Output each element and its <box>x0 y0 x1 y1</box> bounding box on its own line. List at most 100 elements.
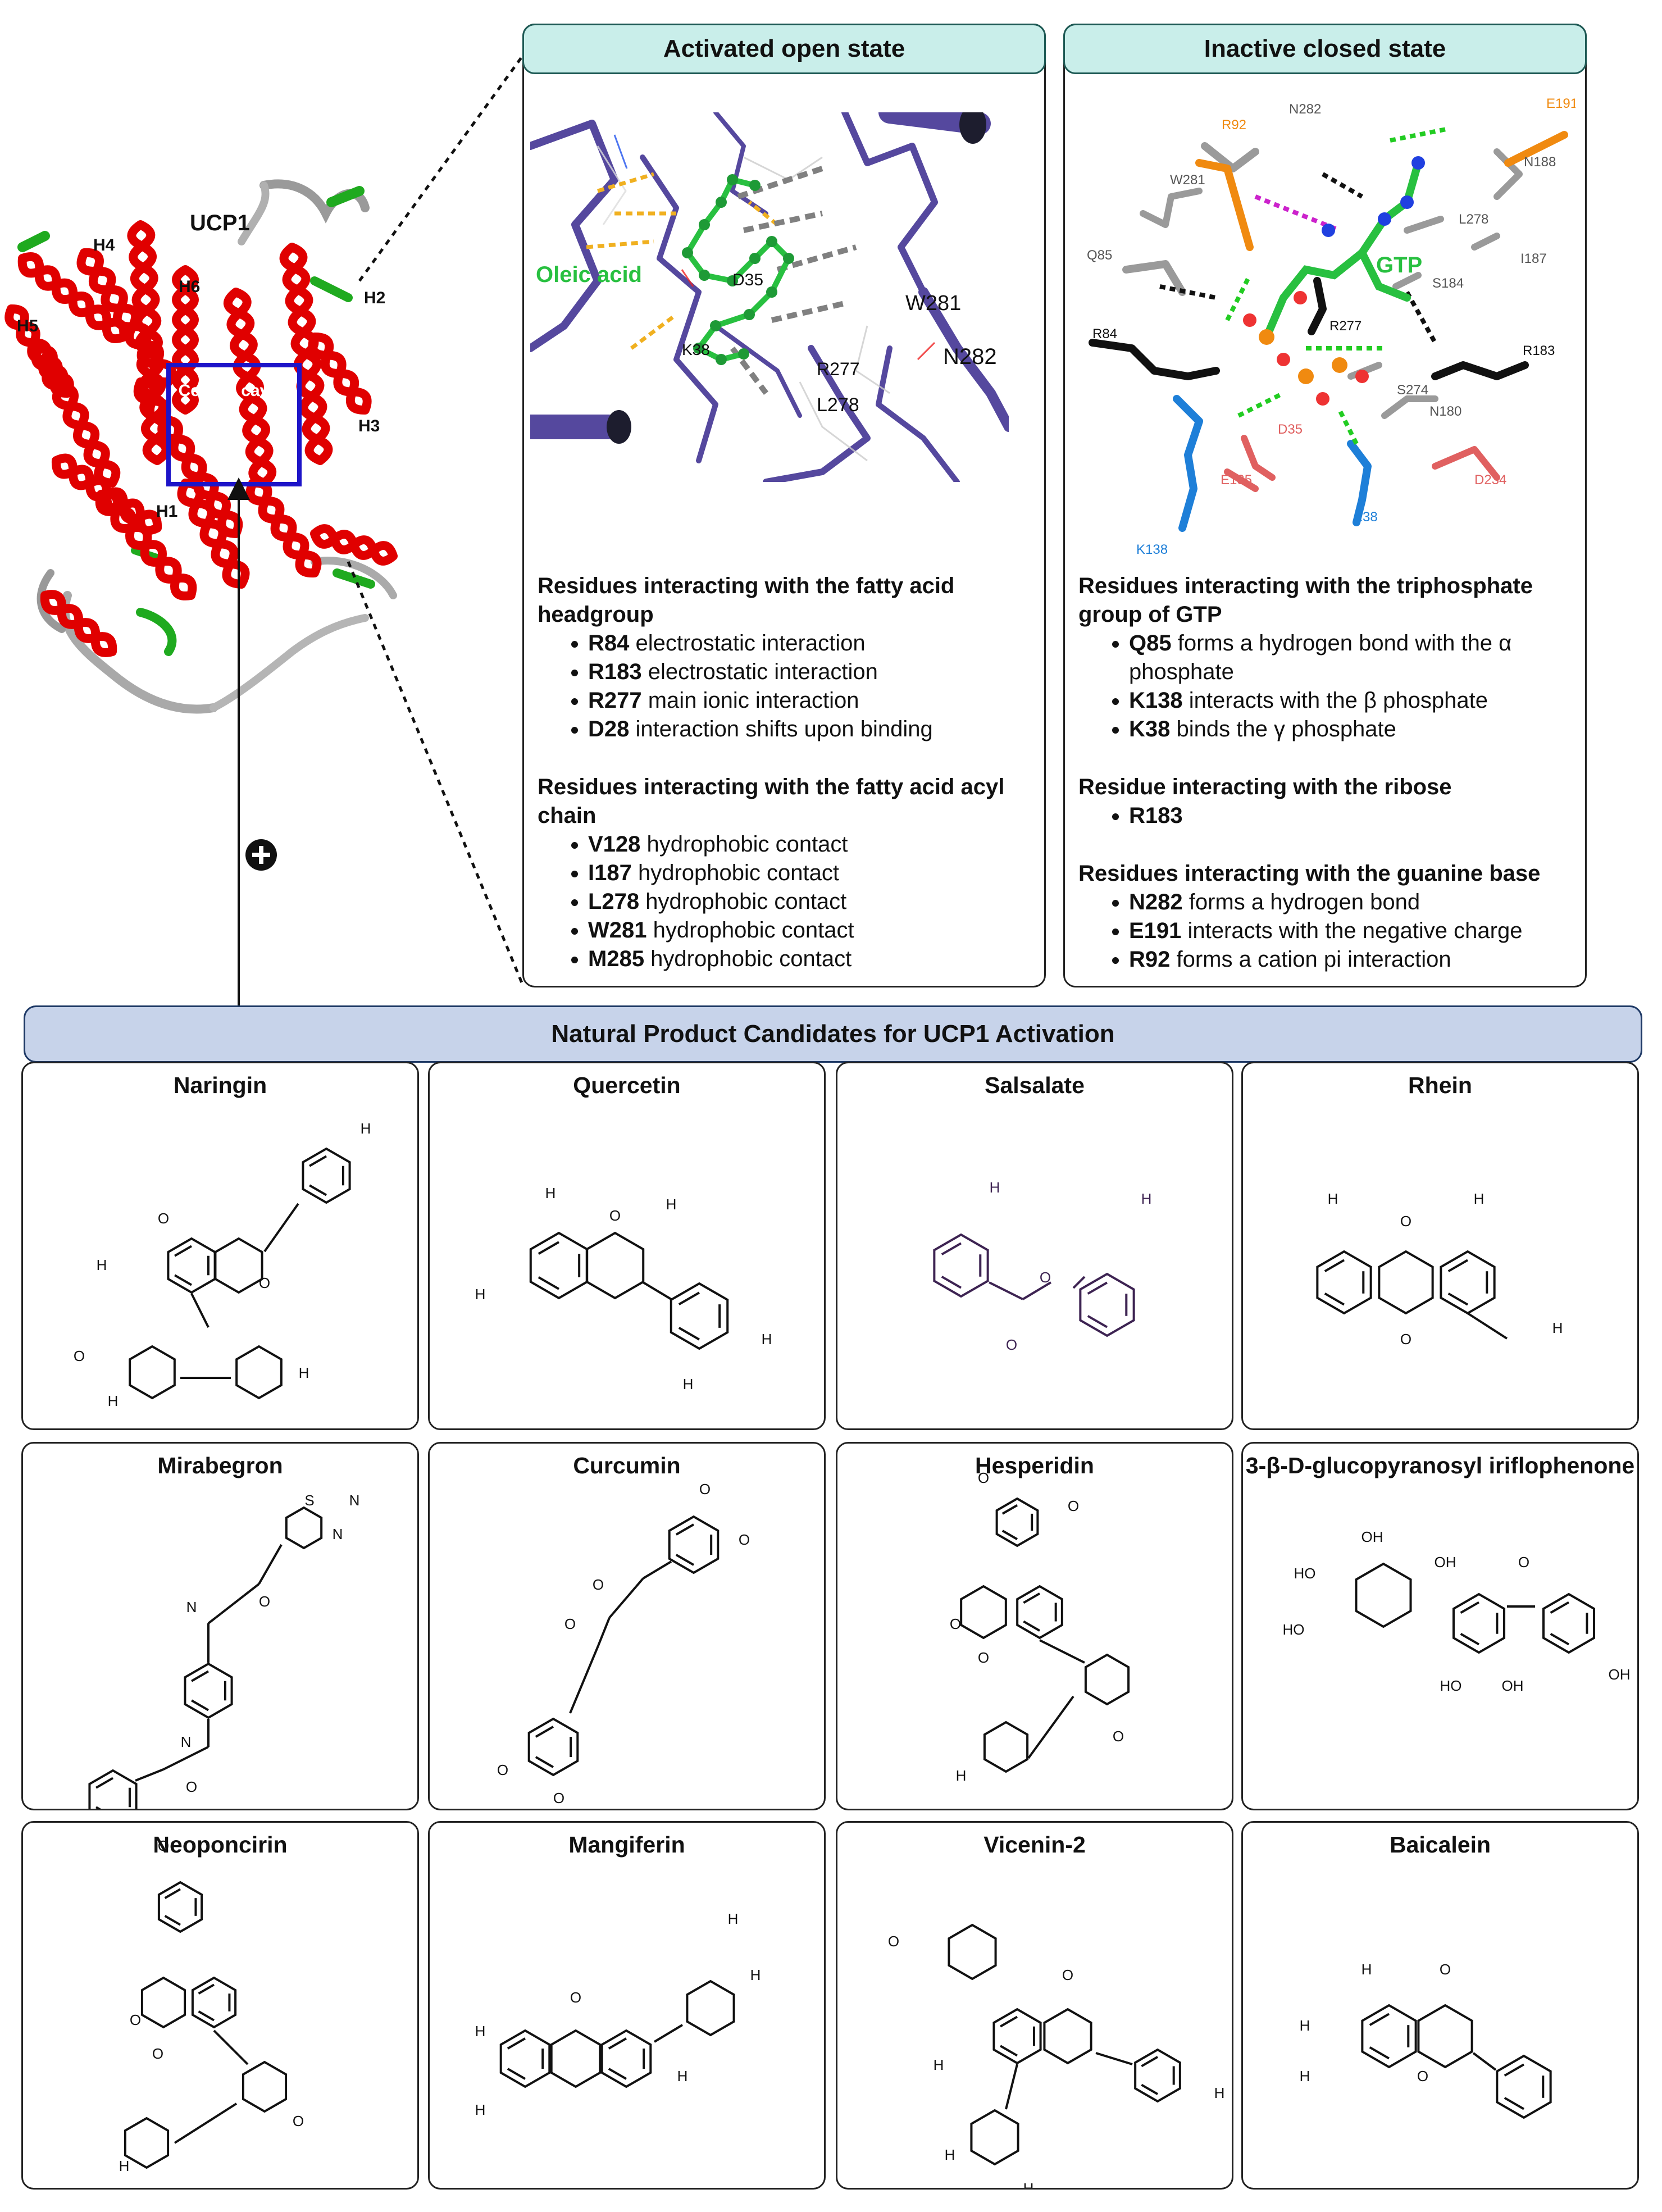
closed-group-ribose-list: R183 <box>1078 802 1573 830</box>
residue-label-r84: R84 <box>1092 326 1117 342</box>
residue-label-s184: S184 <box>1432 276 1464 291</box>
candidate-name: Hesperidin <box>975 1453 1094 1478</box>
candidate-name: Curcumin <box>573 1453 681 1478</box>
atom-label: O <box>739 1531 750 1548</box>
atom-label: S <box>304 1492 314 1509</box>
atom-label: O <box>158 1837 169 1854</box>
atom-label: OH <box>1435 1554 1456 1571</box>
atom-label: OH <box>1362 1528 1383 1545</box>
atom-label: O <box>158 1210 169 1227</box>
helix-label-h2: H2 <box>364 289 385 307</box>
closed-state-binding-site: GTP R92 N282 E191 N188 W281 L278 Q85 I18… <box>1070 84 1576 567</box>
open-group-headgroup-heading: Residues interacting with the fatty acid… <box>538 574 955 627</box>
list-item: K138 interacts with the β phosphate <box>1129 686 1573 715</box>
atom-label: H <box>1141 1190 1152 1207</box>
helix-group <box>4 220 398 657</box>
residue-label-n180: N180 <box>1429 404 1461 419</box>
atom-label: H <box>1300 2068 1310 2084</box>
list-item: W281 hydrophobic contact <box>588 916 1032 945</box>
atom-label: H <box>728 1910 739 1927</box>
oleic-acid-label: Oleic acid <box>536 262 642 287</box>
atom-label: O <box>497 1762 508 1778</box>
atom-label: H <box>683 1376 694 1392</box>
open-state-title: Activated open state <box>522 24 1046 74</box>
atom-label: O <box>186 1778 197 1795</box>
atom-label: H <box>934 2056 944 2073</box>
candidate-card-vicenin-2: OOHHHH Vicenin-2 <box>836 1821 1233 2190</box>
helix-label-h3: H3 <box>358 417 380 435</box>
list-item: I187 hydrophobic contact <box>588 859 1032 887</box>
candidate-name: Baicalein <box>1389 1832 1491 1858</box>
atom-label: H <box>1552 1319 1563 1336</box>
atom-label: O <box>888 1933 899 1950</box>
closed-group-guanine-heading: Residues interacting with the guanine ba… <box>1078 861 1541 886</box>
list-item: N282 forms a hydrogen bond <box>1129 888 1573 917</box>
list-item: Q85 forms a hydrogen bond with the α pho… <box>1129 629 1573 686</box>
atom-label: H <box>1214 2084 1225 2101</box>
alpha-helix <box>40 590 117 657</box>
atom-label: O <box>1062 1967 1073 1983</box>
atom-label: O <box>74 1348 85 1364</box>
atom-label: O <box>1113 1728 1124 1745</box>
atom-label: O <box>553 1790 564 1806</box>
helix-label-h4: H4 <box>93 236 115 254</box>
ucp1-ribbon-graphic: Central cavity UCP1 H1 H2 H3 H4 H5 H6 <box>4 179 398 714</box>
ucp1-label: UCP1 <box>190 211 250 235</box>
atom-label: N <box>181 1733 192 1750</box>
candidate-name: Vicenin-2 <box>983 1832 1086 1858</box>
atom-label: H <box>762 1331 772 1348</box>
list-item: R183 <box>1129 802 1573 830</box>
atom-label: N <box>186 1599 197 1615</box>
central-cavity-label: Central cavity <box>179 381 289 400</box>
atom-label: H <box>945 2146 955 2163</box>
atom-label: H <box>1362 1961 1372 1978</box>
atom-label: H <box>666 1196 677 1213</box>
residue-label-k38: K38 <box>682 341 710 358</box>
candidate-name: Rhein <box>1408 1072 1472 1098</box>
candidate-name: Mirabegron <box>157 1453 283 1478</box>
candidate-name: Salsalate <box>985 1072 1085 1098</box>
atom-label: H <box>1474 1190 1485 1207</box>
residue-label-l278: L278 <box>1459 212 1488 227</box>
list-item: R84 electrostatic interaction <box>588 629 1032 658</box>
closed-group-guanine-list: N282 forms a hydrogen bond E191 interact… <box>1078 888 1573 974</box>
list-item: K38 binds the γ phosphate <box>1129 715 1573 744</box>
candidate-name: 3-β-D-glucopyranosyl iriflophenone <box>1245 1453 1635 1478</box>
residue-label-l278: L278 <box>817 394 859 416</box>
candidate-name: Mangiferin <box>568 1832 685 1858</box>
ucp1-structure: Central cavity UCP1 H1 H2 H3 H4 H5 H6 <box>0 169 449 809</box>
chemical-structure: OOHHHH <box>888 1923 1225 2188</box>
atom-label: O <box>570 1989 581 2006</box>
list-item: E191 interacts with the negative charge <box>1129 917 1573 945</box>
atom-label: O <box>1417 2068 1428 2084</box>
atom-label: O <box>564 1615 576 1632</box>
atom-label: O <box>609 1207 621 1224</box>
residue-label-k38: K38 <box>1354 509 1378 525</box>
alpha-helix <box>51 453 162 535</box>
open-state-residue-list: Residues interacting with the fatty acid… <box>538 572 1032 973</box>
atom-label: O <box>1068 1498 1079 1514</box>
residue-label-d35: D35 <box>732 271 763 289</box>
atom-label: O <box>978 1649 989 1666</box>
alpha-helix <box>223 288 277 488</box>
atom-label: H <box>677 2068 688 2084</box>
residue-label-r92: R92 <box>1222 117 1246 133</box>
residue-label-r183: R183 <box>1523 343 1555 358</box>
atom-label: O <box>293 2113 304 2129</box>
candidate-name: Naringin <box>173 1072 267 1098</box>
open-state-binding-site: Oleic acid D35 K38 W281 N282 R277 L278 <box>530 112 1009 482</box>
atom-label: OH <box>1609 1666 1631 1683</box>
